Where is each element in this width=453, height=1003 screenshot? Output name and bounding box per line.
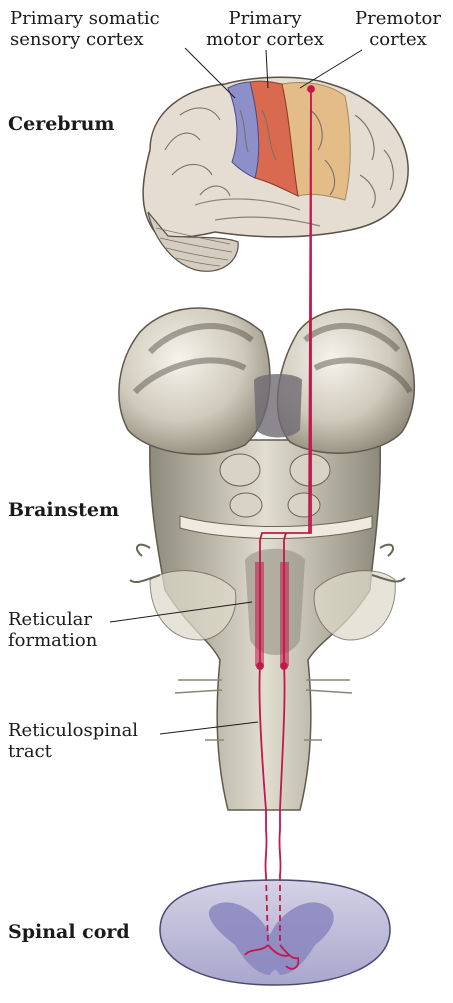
superior-colliculus-left — [219, 453, 261, 487]
inferior-colliculus-right — [287, 492, 321, 518]
spinal-descending-dashed — [265, 874, 281, 946]
right-cranial-nerve — [371, 543, 406, 583]
label-primary-somatic-sensory-cortex: Primary somatic sensory cortex — [10, 8, 160, 50]
left-reticular-neuron — [256, 662, 264, 670]
third-ventricle — [254, 374, 302, 438]
cerebrum — [142, 76, 409, 272]
leader-lines — [109, 47, 363, 735]
descending-cortical-fiber — [259, 88, 312, 541]
medulla-nerve-rootlets — [174, 679, 353, 741]
spinal-gray-matter — [208, 902, 334, 975]
right-cerebellar-peduncle — [313, 570, 396, 641]
label-premotor-cortex: Premotor cortex — [348, 8, 448, 50]
label-line: Reticular — [8, 609, 92, 630]
label-line: Primary — [228, 8, 302, 29]
label-line: Primary somatic — [10, 8, 160, 29]
brainstem — [118, 307, 416, 811]
ventral-horn-terminals — [244, 944, 300, 970]
reticulospinal-pathway — [244, 85, 315, 970]
left-thalamic-lobe — [118, 307, 271, 455]
label-line: sensory cortex — [10, 29, 144, 50]
label-line: motor cortex — [206, 29, 324, 50]
label-line: formation — [8, 630, 98, 651]
cerebellum — [147, 211, 239, 272]
primary-somatic-sensory-cortex-region — [227, 81, 260, 179]
premotor-leader — [299, 49, 363, 89]
label-reticular-formation: Reticular formation — [8, 609, 97, 651]
left-lobe-groove — [132, 323, 254, 395]
spinal-cord-section — [159, 879, 391, 986]
label-line: Premotor — [355, 8, 441, 29]
right-reticulospinal-fiber — [278, 540, 286, 876]
sensory-leader — [184, 47, 236, 99]
pons-band — [179, 515, 373, 539]
left-cranial-nerve — [129, 543, 161, 584]
inferior-colliculus-left — [229, 492, 263, 518]
cortical-gyri — [164, 107, 394, 209]
cerebellum-folia — [155, 227, 233, 267]
reticulospinal-leader — [159, 721, 259, 735]
label-cerebrum: Cerebrum — [8, 113, 115, 135]
motor-leader — [265, 49, 269, 89]
label-reticulospinal-tract: Reticulospinal tract — [8, 720, 138, 762]
label-line: Reticulospinal — [8, 720, 139, 741]
left-reticulospinal-fiber — [258, 540, 268, 876]
reticular-leader — [109, 601, 253, 623]
label-line: cortex — [369, 29, 427, 50]
right-reticular-neuron — [280, 662, 288, 670]
label-brainstem: Brainstem — [8, 499, 120, 521]
label-line: tract — [8, 741, 52, 762]
left-cerebellar-peduncle — [149, 570, 237, 641]
label-primary-motor-cortex: Primary motor cortex — [200, 8, 330, 50]
label-spinal-cord: Spinal cord — [8, 921, 130, 943]
right-lobe-groove — [303, 322, 413, 394]
fourth-ventricle-floor — [245, 548, 305, 655]
